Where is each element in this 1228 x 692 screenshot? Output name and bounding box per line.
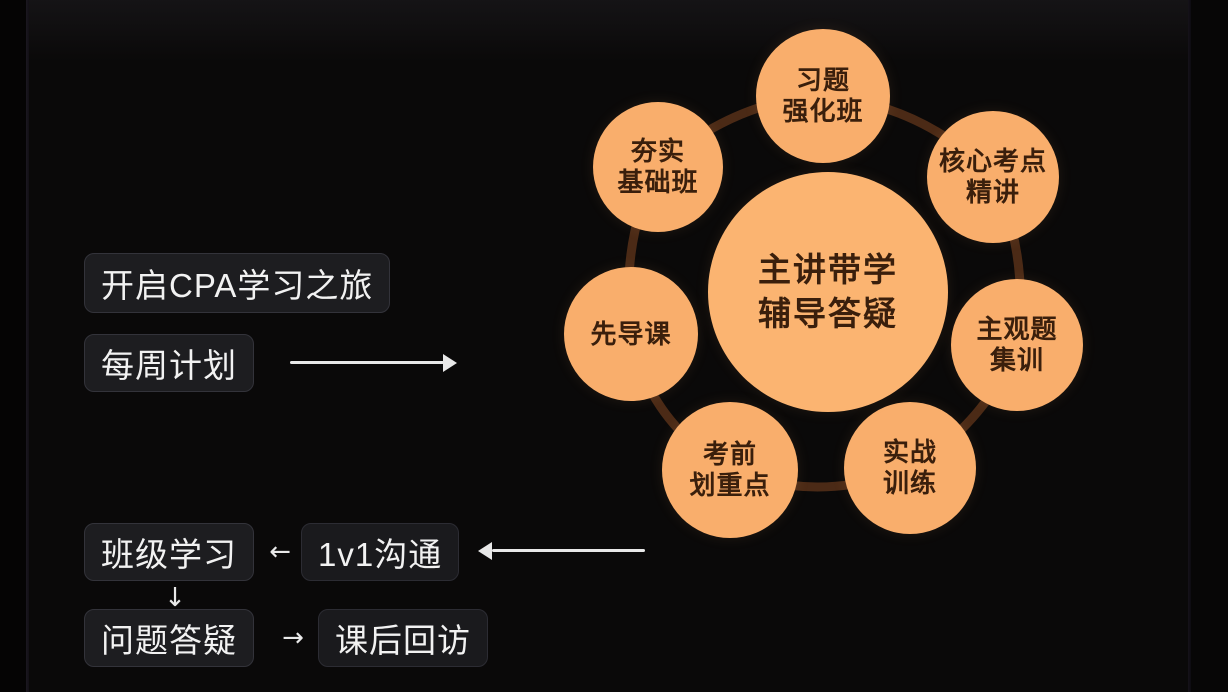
bubble-label: 主观题 集训 — [976, 314, 1058, 375]
bubble-xiandaoke[interactable]: 先导课 — [564, 267, 698, 401]
pill-question-qa[interactable]: 问题答疑 — [84, 609, 254, 667]
pill-label: 班级学习 — [101, 536, 237, 573]
pill-weekly-plan[interactable]: 每周计划 — [84, 334, 254, 392]
pill-label: 1v1沟通 — [318, 536, 443, 573]
bubble-label: 主讲带学 辅导答疑 — [758, 250, 898, 332]
bubble-label: 习题 强化班 — [782, 65, 864, 126]
bubble-label: 核心考点 精讲 — [938, 146, 1047, 207]
bubble-kaoqian-huazhongdian[interactable]: 考前 划重点 — [662, 402, 798, 538]
bubble-center-zhujiang-daixue[interactable]: 主讲带学 辅导答疑 — [708, 172, 948, 412]
bubble-xiti-qianghuaban[interactable]: 习题 强化班 — [756, 29, 890, 163]
bubble-shizhan-xunlian[interactable]: 实战 训练 — [844, 402, 976, 534]
pill-class-study[interactable]: 班级学习 — [84, 523, 254, 581]
bubble-label: 先导课 — [590, 318, 672, 349]
pill-label: 课后回访 — [335, 622, 471, 659]
arrow-wheel-to-one-on-one-line — [492, 549, 645, 552]
pill-label: 问题答疑 — [101, 622, 237, 659]
arrow-down-small-icon: ↓ — [163, 583, 187, 613]
bubble-zhuguanti-jixun[interactable]: 主观题 集训 — [951, 279, 1083, 411]
arrow-weekly-to-wheel-head — [443, 354, 457, 372]
bubble-hexin-kaodian-jingjiang[interactable]: 核心考点 精讲 — [927, 111, 1059, 243]
pill-journey[interactable]: 开启CPA学习之旅 — [84, 253, 391, 313]
pill-followup-visit[interactable]: 课后回访 — [318, 609, 488, 667]
arrow-wheel-to-one-on-one-head — [478, 542, 492, 560]
bubble-hangshi-jichuban[interactable]: 夯实 基础班 — [593, 102, 723, 232]
pill-label: 开启CPA学习之旅 — [101, 267, 374, 304]
bubble-label: 实战 训练 — [882, 437, 937, 498]
bubble-label: 夯实 基础班 — [617, 136, 699, 197]
arrow-weekly-to-wheel-line — [290, 361, 444, 364]
bubble-label: 考前 划重点 — [689, 439, 771, 500]
glyph-char: ← — [269, 537, 291, 567]
glyph-char: ↓ — [164, 583, 186, 613]
glyph-char: → — [282, 623, 304, 653]
arrow-right-small-icon: → — [281, 624, 305, 652]
pill-one-on-one[interactable]: 1v1沟通 — [301, 523, 460, 581]
arrow-left-small-icon: ← — [268, 538, 292, 566]
pill-label: 每周计划 — [101, 347, 237, 384]
